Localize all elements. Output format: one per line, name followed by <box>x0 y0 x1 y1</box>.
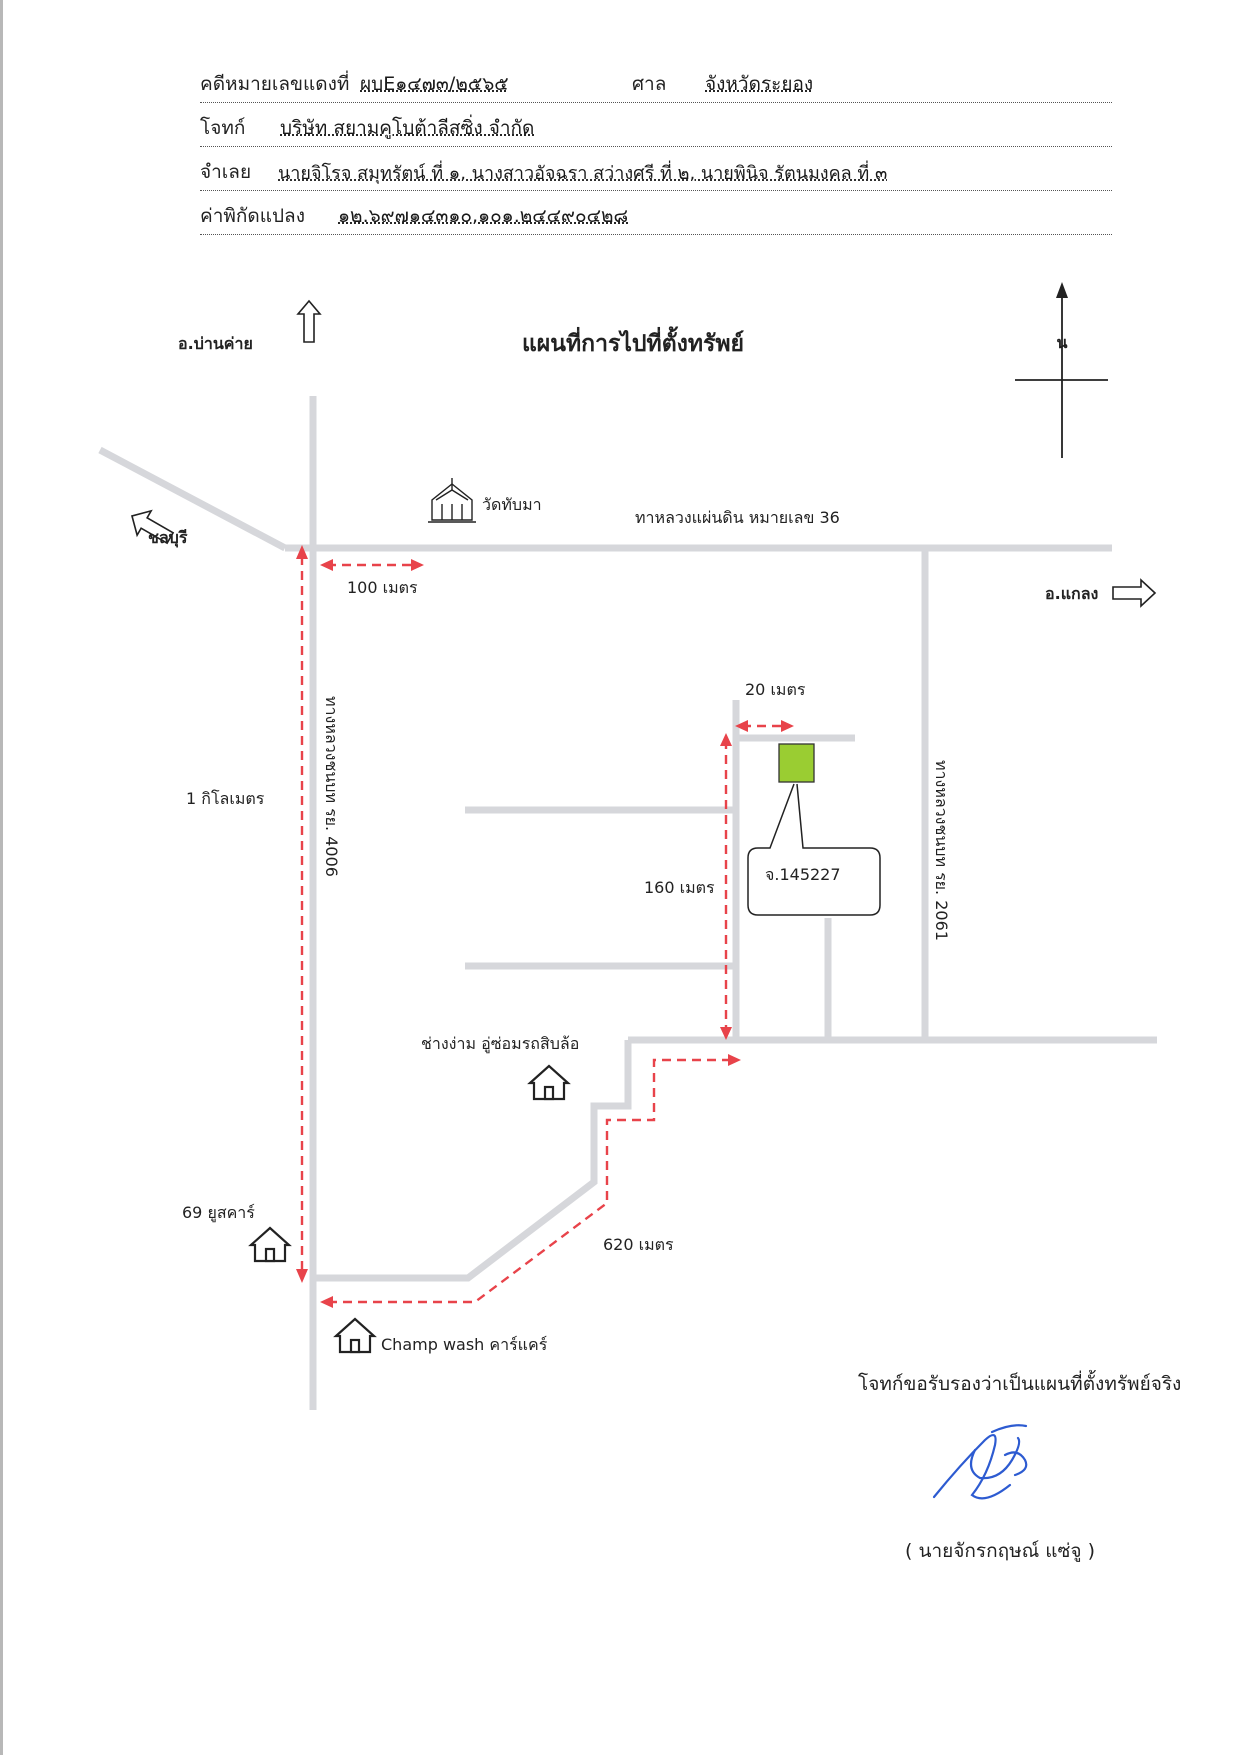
coord-row: ค่าพิกัดแปลง ๑๒.๖๙๗๑๔๓๑๐,๑๐๑.๒๔๔๙๐๔๒๘ <box>200 200 1112 235</box>
arrowhead-icon <box>320 1296 333 1308</box>
route-arrowheads <box>296 545 794 1308</box>
highway-36-label: ทาหลวงแผ่นดิน หมายเลข 36 <box>635 508 840 527</box>
garage-label: ช่างง่าม อู่ซ่อมรถสิบล้อ <box>421 1034 579 1054</box>
route <box>300 556 787 1304</box>
arrowhead-icon <box>728 1054 741 1066</box>
arrowhead-icon <box>781 720 794 732</box>
champ-wash-home-icon <box>333 1317 377 1354</box>
north-label: น <box>1057 333 1068 352</box>
signer-name: ( นายจักรกฤษณ์ แซ่จู ) <box>905 1540 1096 1562</box>
distance-620m: 620 เมตร <box>603 1235 674 1254</box>
plaintiff-value: บริษัท สยามคูโบต้าลีสซิ่ง จำกัด <box>280 117 535 139</box>
arrowhead-icon <box>411 559 424 571</box>
plaintiff-row: โจทก์ บริษัท สยามคูโบต้าลีสซิ่ง จำกัด <box>200 112 1112 147</box>
compass-icon <box>1015 290 1108 458</box>
label-chonburi: ชลบุรี <box>148 528 188 548</box>
north-arrowhead-icon <box>1056 282 1068 298</box>
yoo-car-home-icon <box>248 1226 292 1263</box>
label-klaeng: อ.แกลง <box>1045 584 1098 603</box>
road-to-chonburi <box>98 446 287 552</box>
coord-value: ๑๒.๖๙๗๑๔๓๑๐,๑๐๑.๒๔๔๙๐๔๒๘ <box>338 205 629 227</box>
road-2061-label: ทางหลวงชนบท รย. 2061 <box>932 760 951 941</box>
arrowhead-icon <box>296 545 308 559</box>
case-row: คดีหมายเลขแดงที่ ผบE๑๔๗๓/๒๕๖๕ ศาล จังหวั… <box>200 68 1112 103</box>
case-value: ผบE๑๔๗๓/๒๕๖๕ <box>360 73 509 95</box>
case-label: คดีหมายเลขแดงที่ <box>200 73 350 95</box>
arrowhead-icon <box>735 720 748 732</box>
distance-20m: 20 เมตร <box>745 680 806 699</box>
defendant-row: จำเลย นายจิโรจ สมุทรัตน์ ที่ ๑, นางสาวอั… <box>200 156 1112 191</box>
north-direction-arrow-icon <box>296 299 322 343</box>
parcel-label: จ.145227 <box>765 865 841 884</box>
signature <box>932 1424 1028 1500</box>
road-zigzag <box>313 1040 632 1282</box>
court-label: ศาล <box>632 73 667 95</box>
defendant-value: นายจิโรจ สมุทรัตน์ ที่ ๑, นางสาวอัจฉรา ส… <box>278 163 888 184</box>
arrowhead-icon <box>720 1027 732 1040</box>
map-title: แผนที่การไปที่ตั้งทรัพย์ <box>522 326 744 357</box>
page-edge <box>0 0 3 1755</box>
arrowhead-icon <box>320 559 333 571</box>
yoo-car-label: 69 ยูสคาร์ <box>182 1203 255 1223</box>
champ-wash-label: Champ wash คาร์แคร์ <box>381 1335 548 1354</box>
garage-home-icon <box>527 1064 571 1101</box>
road-4006-label: ทางหลวงชนบท รย. 4006 <box>322 696 341 877</box>
west-direction-arrow-icon <box>131 509 175 545</box>
certification-text: โจทก์ขอรับรองว่าเป็นแผนที่ตั้งทรัพย์จริง <box>858 1373 1182 1395</box>
temple-icon <box>428 478 476 523</box>
temple-label: วัดทับมา <box>482 495 542 514</box>
route-620m <box>328 1058 734 1304</box>
distance-1km: 1 กิโลเมตร <box>186 789 265 808</box>
property-parcel <box>778 743 815 783</box>
plaintiff-label: โจทก์ <box>200 117 246 139</box>
arrowhead-icon <box>296 1269 308 1283</box>
arrowhead-icon <box>720 733 732 746</box>
road-network <box>98 396 1157 1410</box>
coord-label: ค่าพิกัดแปลง <box>200 205 305 227</box>
court-value: จังหวัดระยอง <box>705 73 814 95</box>
label-ban-khai: อ.บ่านค่าย <box>178 334 253 353</box>
defendant-label: จำเลย <box>200 161 252 183</box>
distance-100m: 100 เมตร <box>347 578 418 597</box>
parcel-callout <box>747 783 881 916</box>
east-direction-arrow-icon <box>1112 578 1157 608</box>
distance-160m: 160 เมตร <box>644 878 715 897</box>
